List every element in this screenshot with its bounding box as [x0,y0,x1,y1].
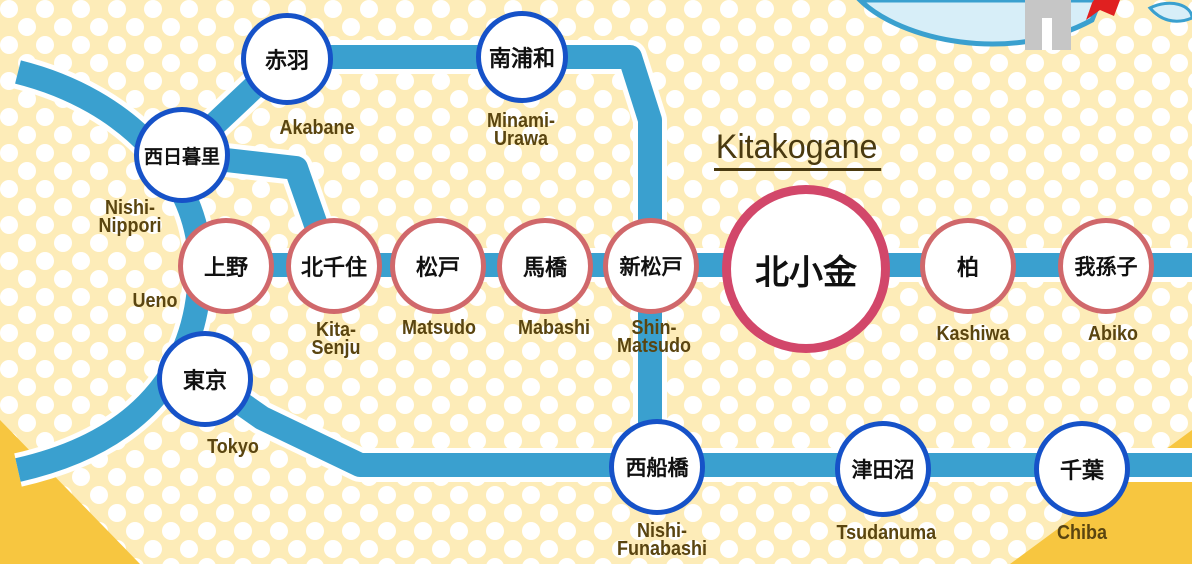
station-label-chiba: Chiba [1056,522,1108,544]
station-nishi-funabashi[interactable]: 西船橋 [609,419,705,515]
station-kanji: 馬橋 [522,256,567,281]
station-ueno[interactable]: 上野 [178,218,274,314]
station-kanji: 津田沼 [851,458,915,482]
station-kanji: 赤羽 [264,49,309,74]
station-minami-urawa[interactable]: 南浦和 [476,11,568,103]
station-abiko[interactable]: 我孫子 [1058,218,1154,314]
station-label-mabashi: Mabashi [517,317,591,339]
station-label-nishi-nippori: Nishi- Nippori [98,197,162,237]
station-kanji: 新松戸 [619,255,683,279]
station-chiba[interactable]: 千葉 [1034,421,1130,517]
station-kitakogane[interactable]: 北小金 [722,185,890,353]
station-akabane[interactable]: 赤羽 [241,13,333,105]
station-kanji: 西日暮里 [143,145,220,168]
star-icon [1086,0,1120,20]
station-kanji: 上野 [203,256,248,281]
station-kashiwa[interactable]: 柏 [920,218,1016,314]
station-kanji: 柏 [956,256,979,281]
station-label-shin-matsudo: Shin- Matsudo [617,317,691,357]
station-shin-matsudo[interactable]: 新松戸 [603,218,699,314]
map-title: Kitakogane [714,128,882,171]
station-kanji: 東京 [182,369,227,394]
station-mabashi[interactable]: 馬橋 [497,218,593,314]
station-label-kita-senju: Kita- Senju [311,319,361,359]
station-label-tokyo: Tokyo [207,436,259,458]
station-label-nishi-funabashi: Nishi- Funabashi [616,520,707,560]
station-kanji: 西船橋 [625,456,689,480]
station-kanji: 北千住 [300,256,367,281]
station-kita-senju[interactable]: 北千住 [286,218,382,314]
station-label-tsudanuma: Tsudanuma [836,522,937,544]
wave-decoration [1147,1,1192,23]
station-label-abiko: Abiko [1087,323,1139,345]
station-kanji: 北小金 [755,252,857,293]
station-label-ueno: Ueno [132,290,178,312]
station-nishi-nippori[interactable]: 西日暮里 [134,107,230,203]
station-kanji: 松戸 [415,256,460,281]
building-icon [1025,0,1071,50]
station-label-kashiwa: Kashiwa [936,323,1010,345]
station-tsudanuma[interactable]: 津田沼 [835,421,931,517]
station-kanji: 我孫子 [1074,255,1138,279]
station-tokyo[interactable]: 東京 [157,331,253,427]
station-label-minami-urawa: Minami- Urawa [486,110,556,150]
station-kanji: 南浦和 [488,47,555,72]
station-matsudo[interactable]: 松戸 [390,218,486,314]
station-label-matsudo: Matsudo [402,317,476,339]
station-label-akabane: Akabane [279,117,355,139]
station-kanji: 千葉 [1059,459,1104,484]
